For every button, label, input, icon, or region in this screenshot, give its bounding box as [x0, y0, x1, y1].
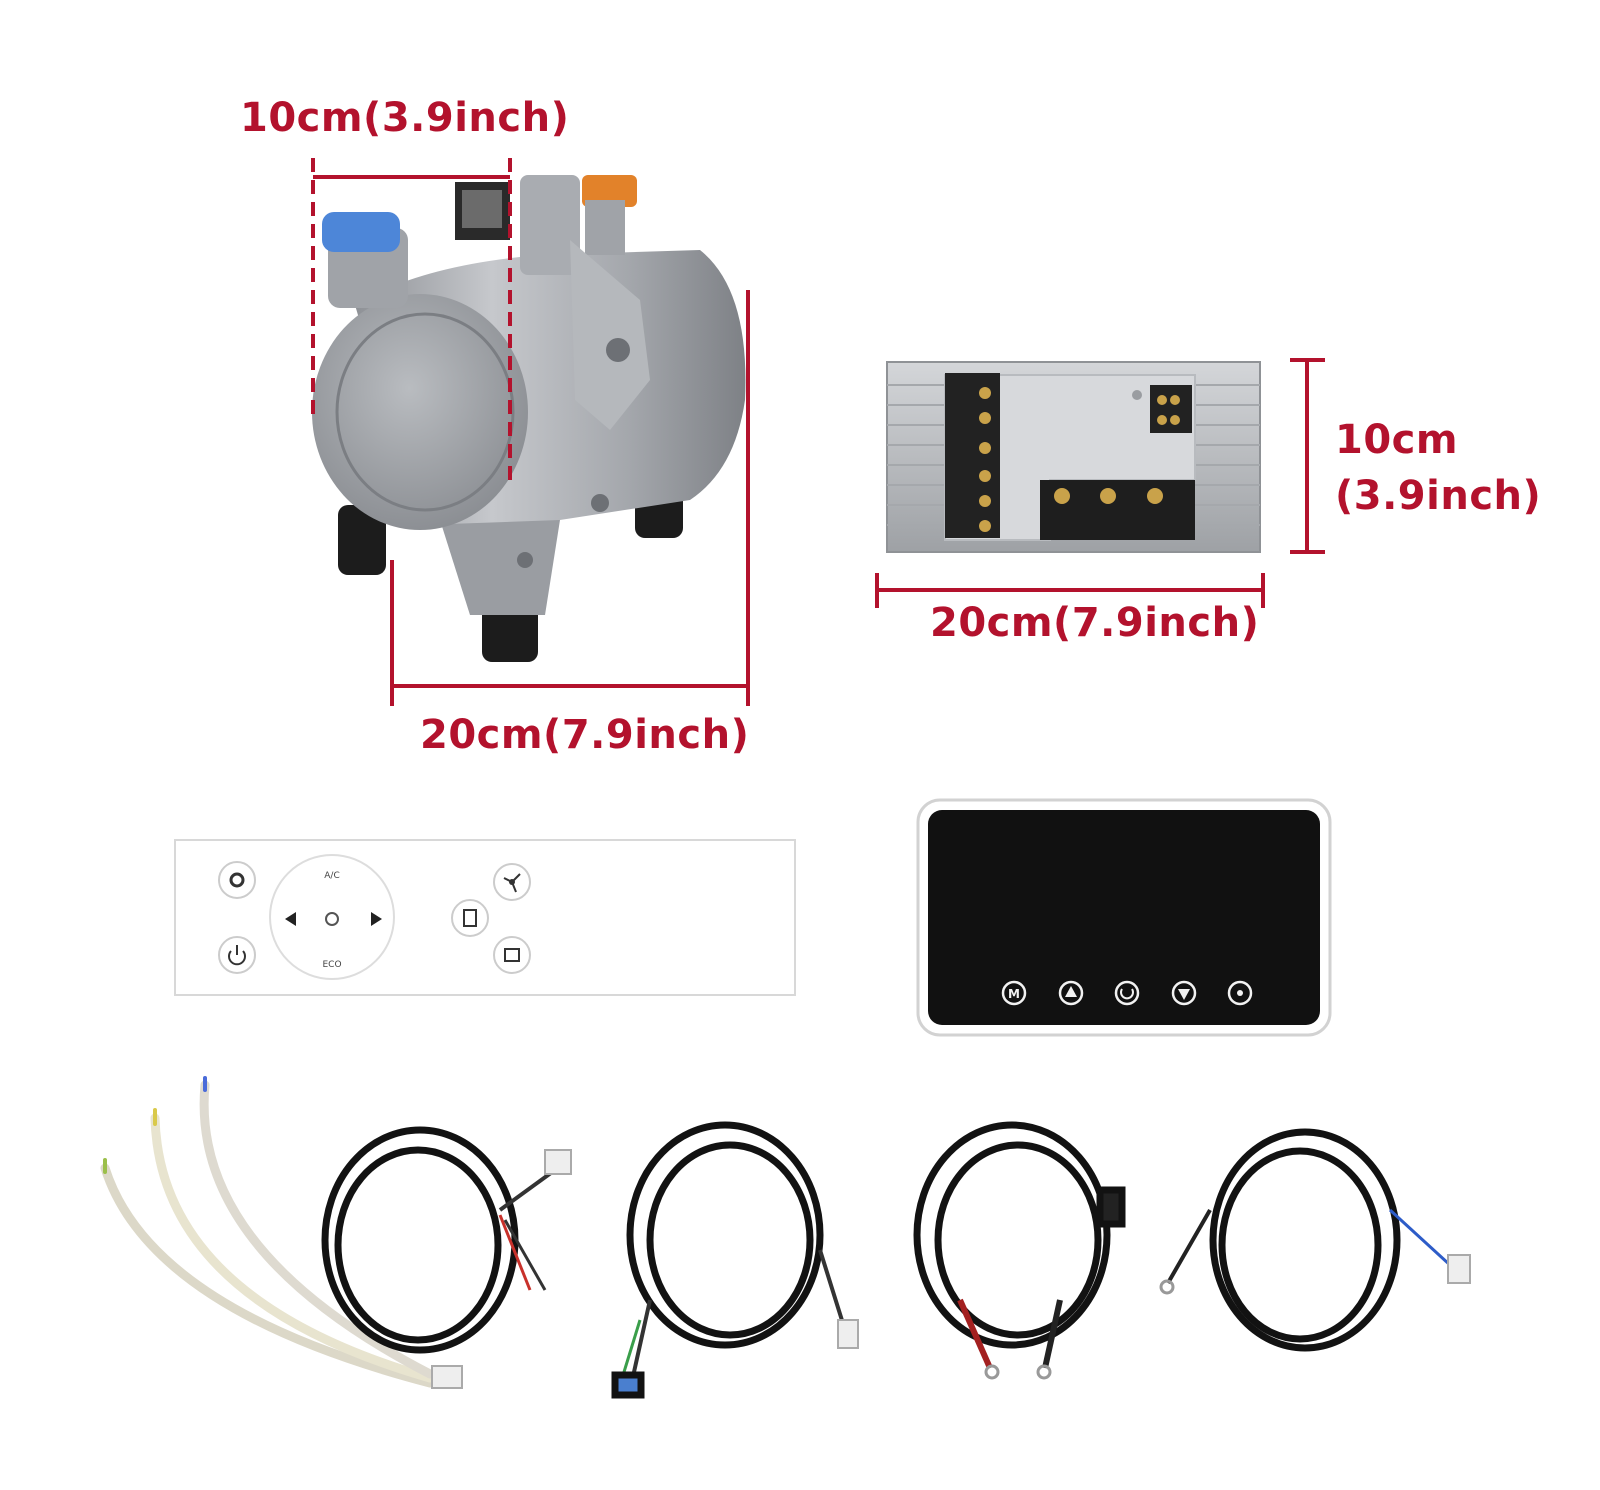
fan-icon — [1227, 980, 1253, 1006]
right-arrow-icon — [371, 912, 382, 926]
up-arrow-icon — [1058, 980, 1084, 1006]
compressor-width-label: 20cm(7.9inch) — [420, 712, 750, 758]
compressor-end-cap — [312, 294, 528, 530]
controller-dimension-lines — [875, 358, 1325, 608]
controller-width-label: 20cm(7.9inch) — [930, 600, 1260, 646]
sun-icon — [325, 912, 339, 926]
power-icon — [218, 936, 256, 974]
terminal-block-top-right — [1150, 385, 1192, 433]
touch-panel: M — [916, 798, 1332, 1037]
compressor-foot — [338, 505, 386, 575]
mode-icon — [451, 899, 489, 937]
battery-icon — [493, 936, 531, 974]
power-icon — [1114, 980, 1140, 1006]
ring-text-top: A/C — [324, 871, 339, 881]
compressor-height-label: 10cm(3.9inch) — [240, 95, 570, 141]
down-arrow-icon — [1171, 980, 1197, 1006]
compressor — [312, 175, 746, 662]
cable-harness-3 — [913, 1121, 1126, 1380]
compressor-dimension-lines — [311, 158, 750, 706]
cable-harness-2 — [611, 1121, 859, 1399]
fan-icon — [493, 863, 531, 901]
controller-height-label-line2: (3.9inch) — [1335, 473, 1542, 519]
ring-text-bottom: ECO — [322, 960, 341, 970]
cable-harness-1 — [321, 1126, 572, 1354]
gear-icon — [218, 861, 256, 899]
sensor-wires — [100, 1076, 463, 1389]
svg-text:M: M — [1008, 987, 1020, 1001]
cable-harness-4 — [1159, 1128, 1471, 1352]
terminal-block-left — [945, 373, 1000, 538]
left-arrow-icon — [285, 912, 296, 926]
controller-height-label-line1: 10cm — [1335, 417, 1459, 463]
touch-screen — [928, 810, 1320, 1025]
orange-port-cap — [582, 175, 637, 207]
blue-port-cap — [322, 212, 400, 252]
controller-module — [886, 361, 1261, 553]
mode-m-icon: M — [1001, 980, 1027, 1006]
remote-panel: A/C ECO — [174, 839, 796, 996]
